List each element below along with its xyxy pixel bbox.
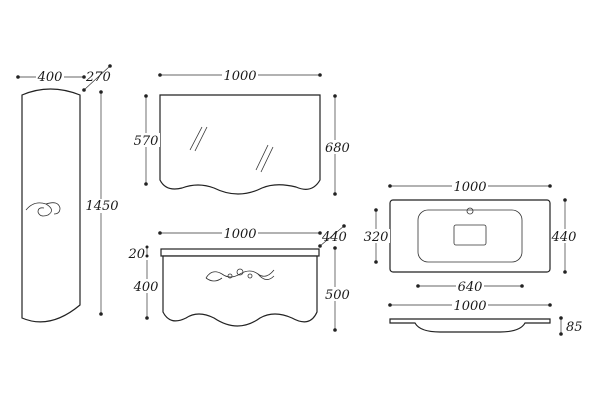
basin-thickness-dimension: 85 <box>559 316 583 336</box>
basin-width-label: 1000 <box>453 180 486 195</box>
basin-top-view <box>389 199 551 273</box>
cabinet-height-label: 500 <box>325 288 350 303</box>
column-width-dimension: 400 <box>16 70 86 85</box>
basin-thickness-label: 85 <box>566 320 583 335</box>
faucet-hole-icon <box>466 207 474 215</box>
basin-inner-depth-dimension: 320 <box>362 208 390 264</box>
mirror-frame <box>159 94 321 195</box>
basin-side-width-label: 1000 <box>453 299 486 314</box>
cabinet-countertop <box>160 248 320 257</box>
cabinet-inner-height-dimension: 400 <box>132 260 160 320</box>
mirror-height-label: 680 <box>325 141 350 156</box>
basin-bowl <box>417 209 523 263</box>
mirror-width-label: 1000 <box>223 69 256 84</box>
column-width-label: 400 <box>37 70 63 85</box>
column-height-dimension: 1450 <box>85 90 121 316</box>
ornament-handle-icon <box>205 268 275 282</box>
cabinet-top-dimension: 20 <box>127 245 149 262</box>
mirror-height-dimension: 680 <box>323 94 351 196</box>
scroll-handle-icon <box>25 202 61 217</box>
basin-drain <box>453 224 487 246</box>
column-body <box>21 88 81 323</box>
column-height-label: 1450 <box>85 199 118 214</box>
cabinet-depth-dimension: 440 <box>318 224 347 248</box>
basin-depth-label: 440 <box>551 230 577 245</box>
basin-side-view <box>389 318 551 333</box>
column-cabinet <box>21 88 81 323</box>
basin-outline <box>389 199 551 273</box>
basin-bowl-width-dimension: 640 <box>416 279 524 295</box>
mirror-inner-height-dimension: 570 <box>132 94 160 186</box>
cabinet-width-label: 1000 <box>223 227 256 242</box>
cabinet-body <box>162 255 318 327</box>
mirror-inner-height-label: 570 <box>134 134 159 149</box>
mirror <box>159 94 321 195</box>
cabinet-depth-label: 440 <box>321 230 347 245</box>
basin-depth-dimension: 440 <box>551 198 580 274</box>
cabinet-height-dimension: 500 <box>323 246 351 332</box>
basin-bowl-width-label: 640 <box>458 280 483 295</box>
mirror-glare-lines <box>189 126 274 173</box>
basin-inner-depth-label: 320 <box>364 230 389 245</box>
column-depth-dimension: 270 <box>82 64 112 92</box>
cabinet-top-label: 20 <box>127 247 145 262</box>
cabinet-inner-height-label: 400 <box>133 280 159 295</box>
basin-side-outline <box>389 318 551 333</box>
basin-side-width-dimension: 1000 <box>388 298 552 314</box>
base-cabinet <box>160 248 320 327</box>
basin-width-dimension: 1000 <box>388 179 552 195</box>
cabinet-width-dimension: 1000 <box>158 226 322 242</box>
mirror-width-dimension: 1000 <box>158 68 322 84</box>
column-depth-label: 270 <box>85 70 111 85</box>
